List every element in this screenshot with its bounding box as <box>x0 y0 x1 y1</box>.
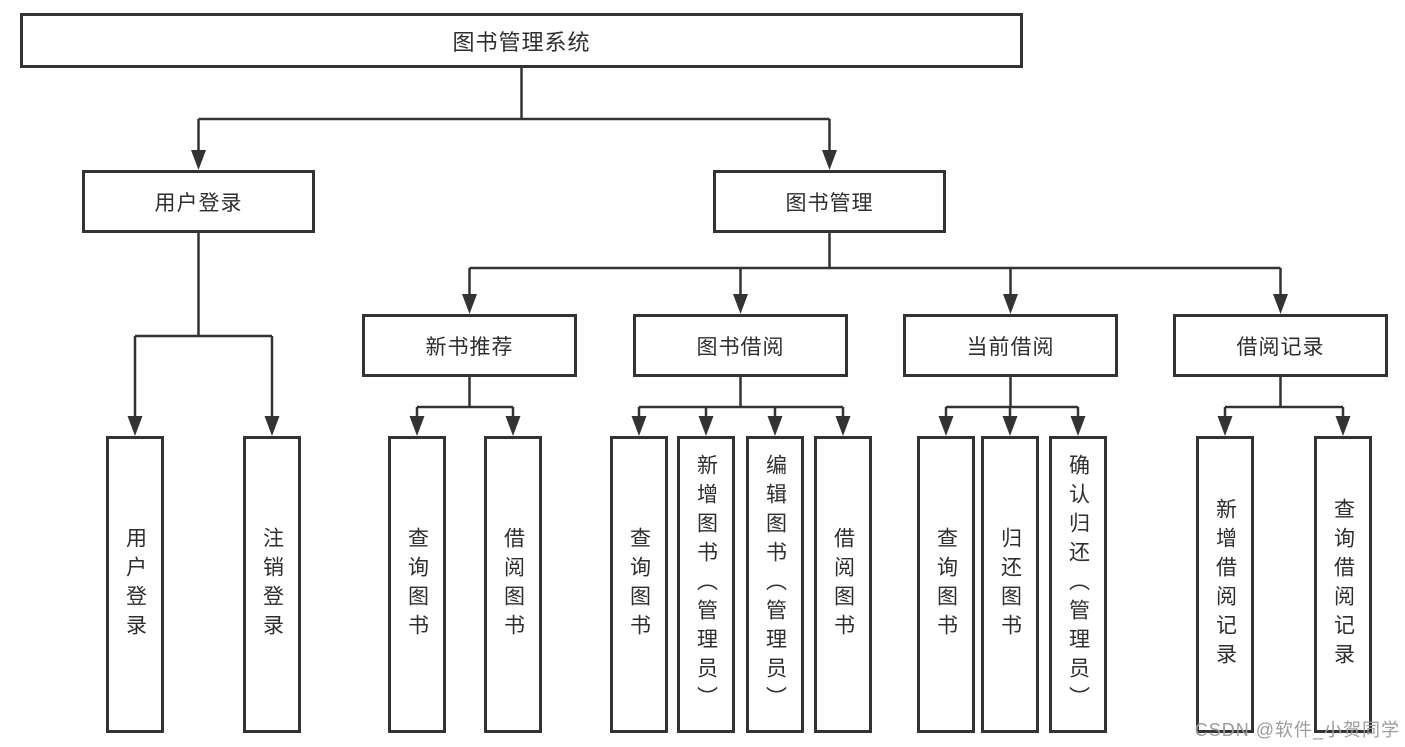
leaf-query-books-borrowing: 查询图书 <box>610 436 668 733</box>
node-library-management-system: 图书管理系统 <box>20 13 1023 68</box>
leaf-label: 用户登录 <box>123 526 147 643</box>
leaf-label: 新增借阅记录 <box>1213 497 1237 672</box>
leaf-label: 查询图书 <box>627 526 651 643</box>
leaf-borrow-books-recommend: 借阅图书 <box>484 436 542 733</box>
node-user-login: 用户登录 <box>82 170 315 233</box>
arrow-down-icons <box>127 150 1351 436</box>
leaf-query-borrow-record: 查询借阅记录 <box>1314 436 1372 733</box>
node-book-management: 图书管理 <box>713 170 946 233</box>
leaf-label: 查询借阅记录 <box>1331 497 1355 672</box>
leaf-label: 借阅图书 <box>501 526 525 643</box>
leaf-label: 确认归还（管理员） <box>1066 454 1090 715</box>
leaf-confirm-return-admin: 确认归还（管理员） <box>1049 436 1107 733</box>
leaf-label: 借阅图书 <box>831 526 855 643</box>
leaf-edit-books-admin: 编辑图书（管理员） <box>746 436 804 733</box>
leaf-return-books: 归还图书 <box>981 436 1039 733</box>
leaf-add-books-admin: 新增图书（管理员） <box>677 436 735 733</box>
leaf-label: 新增图书（管理员） <box>694 454 718 715</box>
node-new-book-recommendation: 新书推荐 <box>362 314 577 377</box>
leaf-add-borrow-record: 新增借阅记录 <box>1196 436 1254 733</box>
node-current-borrowing: 当前借阅 <box>903 314 1118 377</box>
leaf-logout: 注销登录 <box>243 436 301 733</box>
leaf-user-login: 用户登录 <box>106 436 164 733</box>
leaf-label: 编辑图书（管理员） <box>763 454 787 715</box>
csdn-watermark: CSDN @软件_小贺同学 <box>1194 720 1400 740</box>
leaf-query-books-current: 查询图书 <box>917 436 975 733</box>
leaf-label: 归还图书 <box>998 526 1022 643</box>
connector-lines <box>133 68 1345 418</box>
leaf-label: 注销登录 <box>260 526 284 643</box>
node-borrowing-records: 借阅记录 <box>1173 314 1388 377</box>
leaf-query-books-recommend: 查询图书 <box>388 436 446 733</box>
node-book-borrowing: 图书借阅 <box>633 314 848 377</box>
leaf-label: 查询图书 <box>934 526 958 643</box>
leaf-label: 查询图书 <box>405 526 429 643</box>
leaf-borrow-books: 借阅图书 <box>814 436 872 733</box>
